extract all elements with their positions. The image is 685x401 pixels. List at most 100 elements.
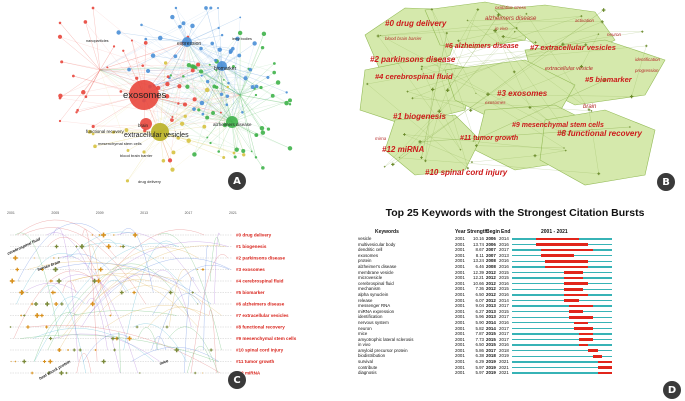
network-node xyxy=(177,84,182,89)
network-node xyxy=(81,90,86,95)
timeline-arc xyxy=(17,219,117,259)
cluster-node xyxy=(601,20,603,24)
network-node xyxy=(182,102,188,107)
burst-begin: 2008 xyxy=(486,263,496,269)
network-node xyxy=(254,93,258,97)
network-edge xyxy=(143,94,269,130)
timeline-arc xyxy=(52,262,212,305)
network-edge xyxy=(205,7,223,67)
cluster-edge xyxy=(421,16,582,70)
timeline-arc xyxy=(47,274,111,293)
network-edge xyxy=(198,64,233,123)
burst-timeline xyxy=(512,372,612,374)
timeline-arc xyxy=(155,293,202,351)
network-edge xyxy=(236,94,241,150)
network-edge xyxy=(201,71,233,123)
network-edge xyxy=(169,41,188,161)
network-edge xyxy=(200,48,241,96)
burst-year: 2001 xyxy=(455,247,465,253)
network-edge xyxy=(233,66,241,96)
network-edge xyxy=(83,69,101,93)
cluster-label-2: #2 parkinsons disease xyxy=(370,55,456,64)
network-node xyxy=(243,76,248,81)
timeline-node xyxy=(113,234,115,236)
cluster-edge xyxy=(487,94,632,97)
burst-end: 2017 xyxy=(499,331,509,337)
network-node xyxy=(204,6,208,10)
network-node xyxy=(171,150,176,155)
burst-end: 2015 xyxy=(499,269,509,275)
cluster-edge xyxy=(526,13,590,110)
timeline-node xyxy=(102,232,105,238)
network-node xyxy=(197,108,201,112)
cluster-nodes xyxy=(366,8,648,176)
network-edge xyxy=(147,70,233,123)
network-edge xyxy=(195,67,241,96)
cluster-edge xyxy=(377,35,461,150)
network-edge xyxy=(186,41,195,100)
cluster-edge xyxy=(407,91,471,111)
cluster-node xyxy=(516,26,518,30)
timeline-arc xyxy=(158,233,222,351)
network-edge xyxy=(193,65,223,110)
network-node xyxy=(255,134,258,137)
network-edge xyxy=(216,61,233,123)
network-edge xyxy=(141,24,233,123)
burst-year: 2001 xyxy=(455,275,465,281)
cluster-node xyxy=(494,28,496,33)
network-node xyxy=(60,60,64,64)
timeline-node xyxy=(175,347,178,353)
network-node xyxy=(135,76,139,80)
network-edge xyxy=(231,88,255,123)
network-node xyxy=(260,45,265,50)
network-node xyxy=(248,67,253,72)
burst-bar xyxy=(545,259,589,263)
network-node xyxy=(165,81,170,87)
cluster-node xyxy=(407,90,408,93)
burst-end: 2015 xyxy=(499,275,509,281)
timeline-cluster-label: #5 biomarker xyxy=(236,290,265,295)
network-edge xyxy=(186,41,233,49)
network-edge xyxy=(99,46,115,71)
timeline-node xyxy=(41,313,43,318)
network-edge xyxy=(231,82,279,123)
network-node xyxy=(190,64,195,69)
network-node xyxy=(190,23,195,29)
timeline-node xyxy=(76,245,77,248)
network-node xyxy=(170,118,174,122)
network-node xyxy=(220,33,224,37)
burst-timeline xyxy=(512,355,612,358)
timeline-cluster-label: #12 miRNA xyxy=(236,371,261,376)
timeline-arc xyxy=(90,229,205,305)
burst-timeline xyxy=(512,344,612,346)
burst-end: 2021 xyxy=(499,364,509,370)
network-edge xyxy=(149,41,188,87)
network-node xyxy=(58,119,62,123)
burst-timeline xyxy=(512,288,612,290)
timeline-node xyxy=(35,301,37,307)
burst-bar xyxy=(573,327,593,330)
network-edge xyxy=(159,32,241,133)
burst-strength: 7.36 xyxy=(475,286,484,292)
timeline-year-label: 2005 xyxy=(51,211,59,215)
cluster-label-9: #9 mesenchymal stem cells xyxy=(512,122,604,129)
network-edge xyxy=(239,94,257,158)
burst-begin: 2017 xyxy=(486,347,496,353)
cluster-node xyxy=(477,8,479,11)
network-edge xyxy=(143,94,257,136)
timeline-node xyxy=(107,244,110,249)
timeline-arc xyxy=(60,245,226,339)
network-node xyxy=(231,65,235,68)
network-edge xyxy=(239,63,275,96)
term-in-vivo: in vivo xyxy=(495,26,508,31)
network-edge xyxy=(188,65,241,96)
timeline-arc xyxy=(147,307,202,328)
network-node xyxy=(179,121,185,126)
network-node xyxy=(227,81,230,85)
burst-year: 2001 xyxy=(455,308,465,314)
burst-end: 2016 xyxy=(499,258,509,264)
